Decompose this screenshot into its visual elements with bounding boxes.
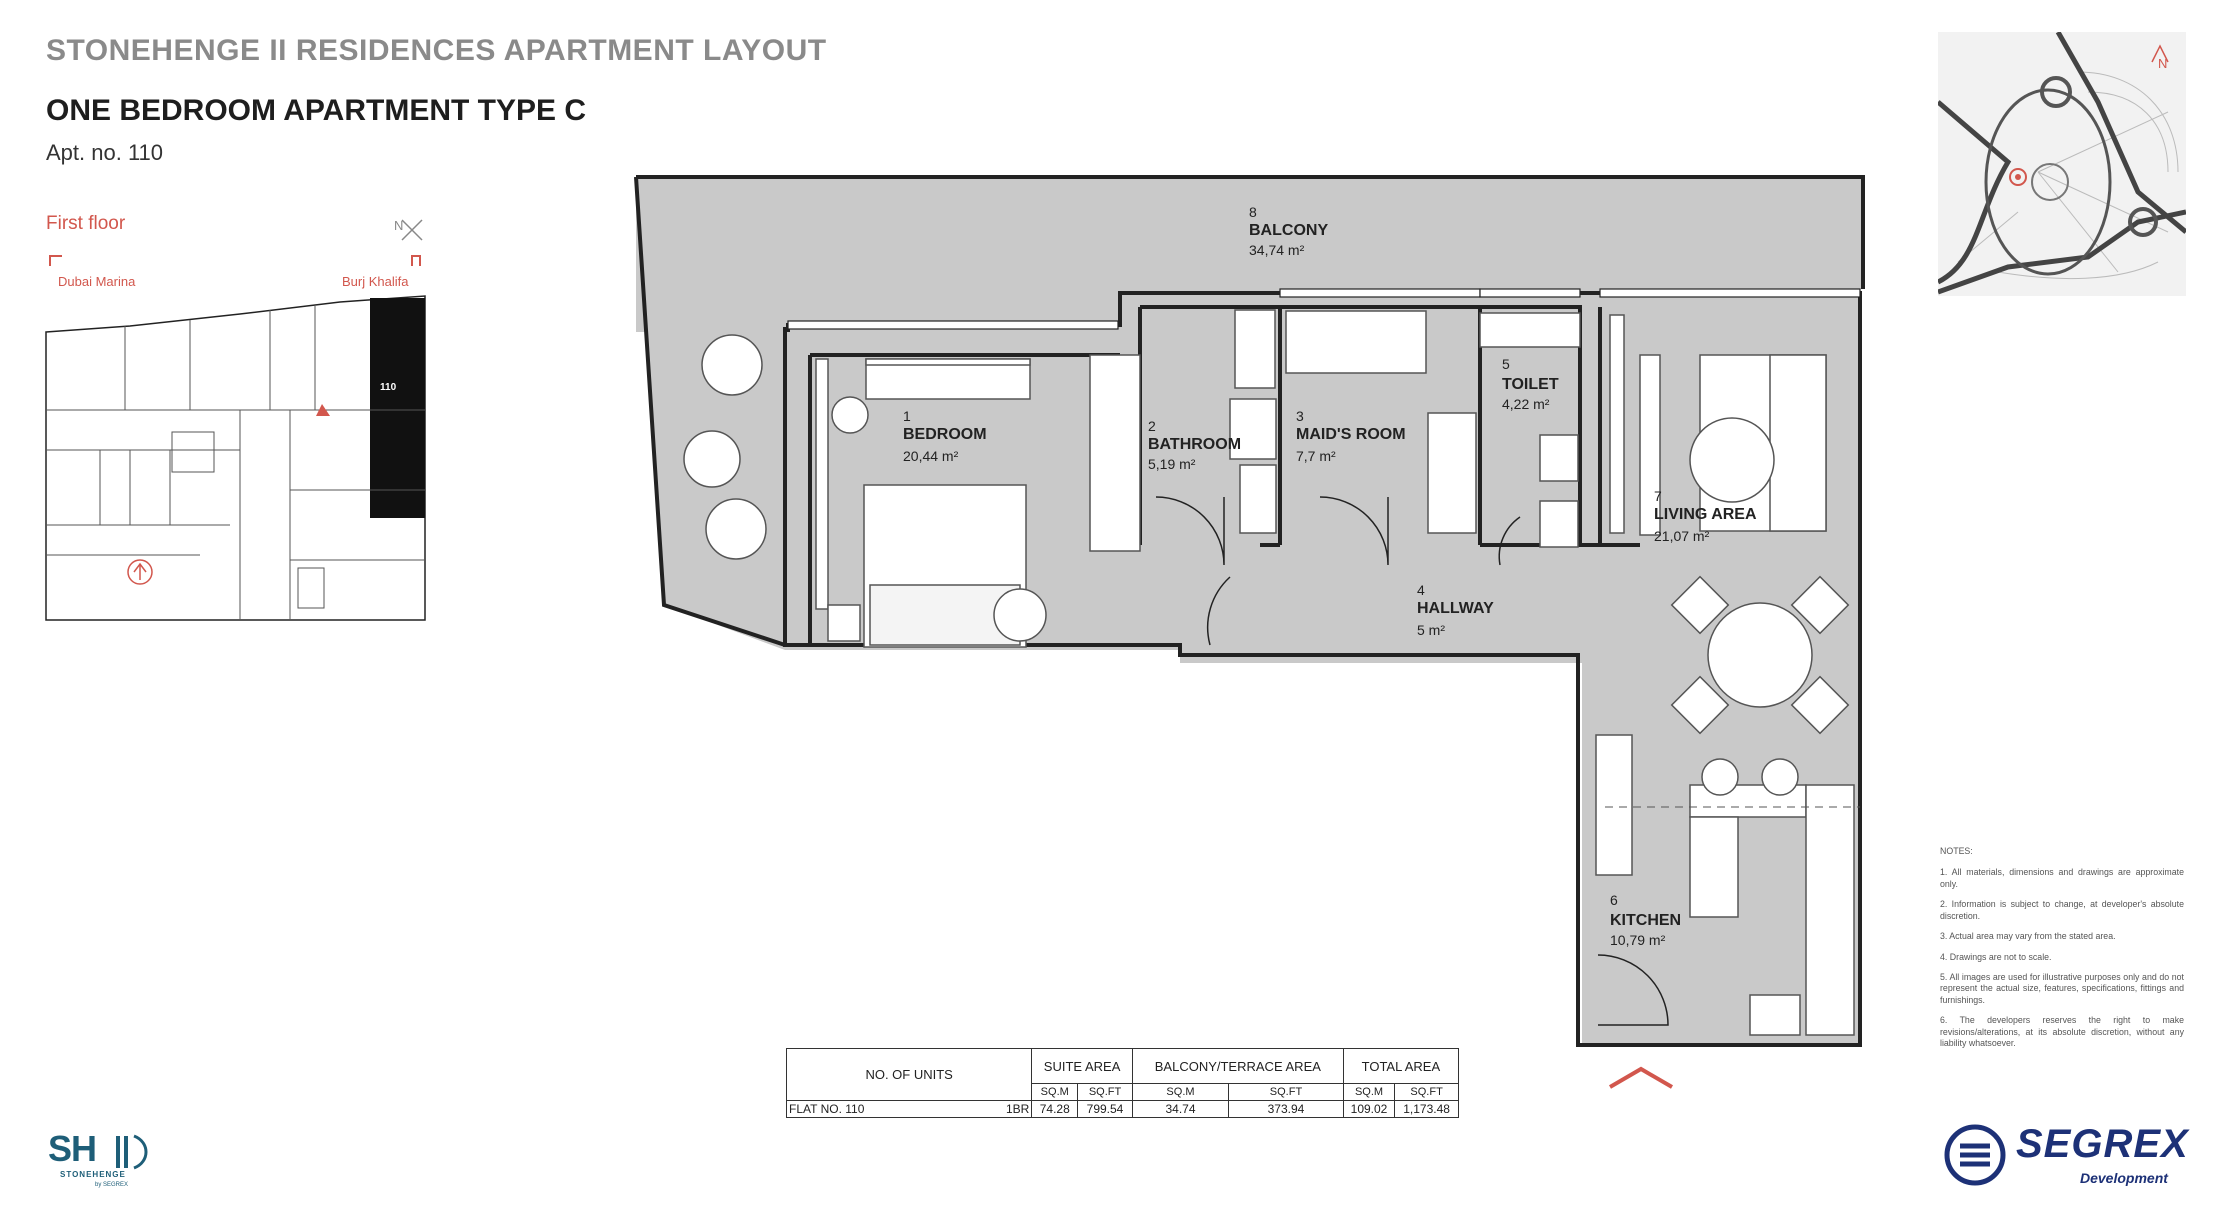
floor-plan (634, 175, 1865, 1089)
room-balcony-area: 34,74 m² (1249, 242, 1305, 258)
map-north-label: N (2158, 56, 2168, 71)
suite-sqft-cell: 799.54 (1077, 1100, 1133, 1118)
col-units-header: NO. OF UNITS (785, 1048, 1033, 1101)
room-kitchen-number: 6 (1610, 892, 1618, 908)
balcony-sqm-cell: 34.74 (1131, 1100, 1230, 1118)
balcony-furniture (683, 334, 767, 560)
key-plan (45, 219, 426, 621)
note-item: 1. All materials, dimensions and drawing… (1940, 867, 2184, 889)
total-sqft-header: SQ.FT (1394, 1083, 1459, 1101)
balcony-sqm-header: SQ.M (1131, 1083, 1230, 1101)
stonehenge-logo-icon (116, 1134, 148, 1170)
room-bathroom-area: 5,19 m² (1148, 456, 1196, 472)
note-item: 3. Actual area may vary from the stated … (1940, 931, 2116, 942)
room-hallway-number: 4 (1417, 582, 1425, 598)
col-balcony-header: BALCONY/TERRACE AREA (1131, 1048, 1344, 1084)
stonehenge-logo-by: by SEGREX (95, 1182, 129, 1188)
living-furniture (1609, 314, 1850, 735)
room-living-name: LIVING AREA (1654, 506, 1757, 523)
amenity-icon (127, 559, 153, 585)
suite-sqft-header: SQ.FT (1077, 1083, 1133, 1101)
area-table: NO. OF UNITS SUITE AREA BALCONY/TERRACE … (785, 1048, 1460, 1118)
suite-sqm-cell: 74.28 (1031, 1100, 1079, 1118)
bath-fixtures (1229, 309, 1581, 548)
exterior-walls (634, 175, 1865, 1047)
unit-110-highlight (370, 298, 425, 518)
flat-type-cell: 1BR (968, 1100, 1033, 1118)
room-kitchen-area: 10,79 m² (1610, 932, 1666, 948)
doors (1155, 496, 1669, 1026)
note-item: 4. Drawings are not to scale. (1940, 951, 2052, 962)
bedroom-furniture (815, 354, 1141, 648)
room-bedroom-number: 1 (903, 408, 911, 424)
room-hallway-name: HALLWAY (1417, 600, 1494, 617)
note-item: 2. Information is subject to change, at … (1940, 899, 2184, 921)
flat-number-cell: FLAT NO. 110 (786, 1100, 969, 1118)
north-arrow-icon (401, 219, 423, 241)
room-bedroom-name: BEDROOM (903, 426, 987, 443)
kitchen-furniture (1595, 734, 1855, 1036)
room-living-number: 7 (1654, 488, 1662, 504)
floor-label: First floor (46, 213, 126, 234)
direction-dubai-marina: Dubai Marina (58, 274, 136, 289)
room-bathroom-name: BATHROOM (1148, 436, 1242, 453)
col-total-header: TOTAL AREA (1342, 1048, 1460, 1084)
balcony-wing (636, 175, 785, 650)
segrex-logo-name: SEGREX (2016, 1122, 2189, 1166)
map-north-icon (2151, 44, 2169, 63)
suite-sqm-header: SQ.M (1031, 1083, 1079, 1101)
total-sqft-cell: 1,173.48 (1394, 1100, 1459, 1118)
room-balcony-name: BALCONY (1249, 222, 1329, 239)
room-bedroom-area: 20,44 m² (903, 448, 959, 464)
marina-marker-icon (49, 255, 62, 266)
entrance-marker-icon (316, 404, 330, 416)
windows (787, 288, 1861, 330)
notes: NOTES: 1. All materials, dimensions and … (1940, 846, 2184, 1058)
room-hallway-area: 5 m² (1417, 622, 1445, 638)
room-maids-area: 7,7 m² (1296, 448, 1336, 464)
room-balcony-number: 8 (1249, 204, 1257, 220)
key-plan-north-label: N (394, 218, 404, 233)
room-maids-name: MAID'S ROOM (1296, 426, 1406, 443)
direction-burj-khalifa: Burj Khalifa (342, 274, 409, 289)
apartment-number: Apt. no. 110 (46, 140, 164, 165)
balcony-sqft-header: SQ.FT (1228, 1083, 1344, 1101)
room-kitchen-name: KITCHEN (1610, 912, 1682, 929)
stonehenge-logo-mark: SH (48, 1128, 97, 1169)
table-row: FLAT NO. 110 1BR 74.28 799.54 34.74 373.… (786, 1100, 1459, 1118)
apartment-type-title: ONE BEDROOM APARTMENT TYPE C (46, 94, 587, 127)
unit-110-label: 110 (380, 382, 397, 393)
room-toilet-area: 4,22 m² (1502, 396, 1550, 412)
note-item: 6. The developers reserves the right to … (1940, 1015, 2184, 1049)
stonehenge-logo-word: STONEHENGE (60, 1170, 126, 1179)
entrance-arrow-icon (1608, 1066, 1674, 1089)
note-item: 5. All images are used for illustrative … (1940, 971, 2184, 1005)
notes-heading: NOTES: (1940, 846, 1973, 856)
room-toilet-number: 5 (1502, 356, 1510, 372)
room-living-area: 21,07 m² (1654, 528, 1710, 544)
segrex-logo-sub: Development (2080, 1170, 2168, 1186)
khalifa-marker-icon (411, 255, 421, 266)
page-title: STONEHENGE II RESIDENCES APARTMENT LAYOU… (46, 34, 827, 67)
balcony-sqft-cell: 373.94 (1228, 1100, 1344, 1118)
total-sqm-cell: 109.02 (1342, 1100, 1396, 1118)
key-plan-outline (45, 295, 426, 621)
segrex-logo-icon (1944, 1124, 2006, 1186)
room-bathroom-number: 2 (1148, 418, 1156, 434)
col-suite-header: SUITE AREA (1031, 1048, 1133, 1084)
total-sqm-header: SQ.M (1342, 1083, 1396, 1101)
room-maids-number: 3 (1296, 408, 1304, 424)
location-map (1938, 32, 2186, 296)
location-marker-icon (2009, 168, 2027, 186)
room-toilet-name: TOILET (1502, 376, 1559, 393)
